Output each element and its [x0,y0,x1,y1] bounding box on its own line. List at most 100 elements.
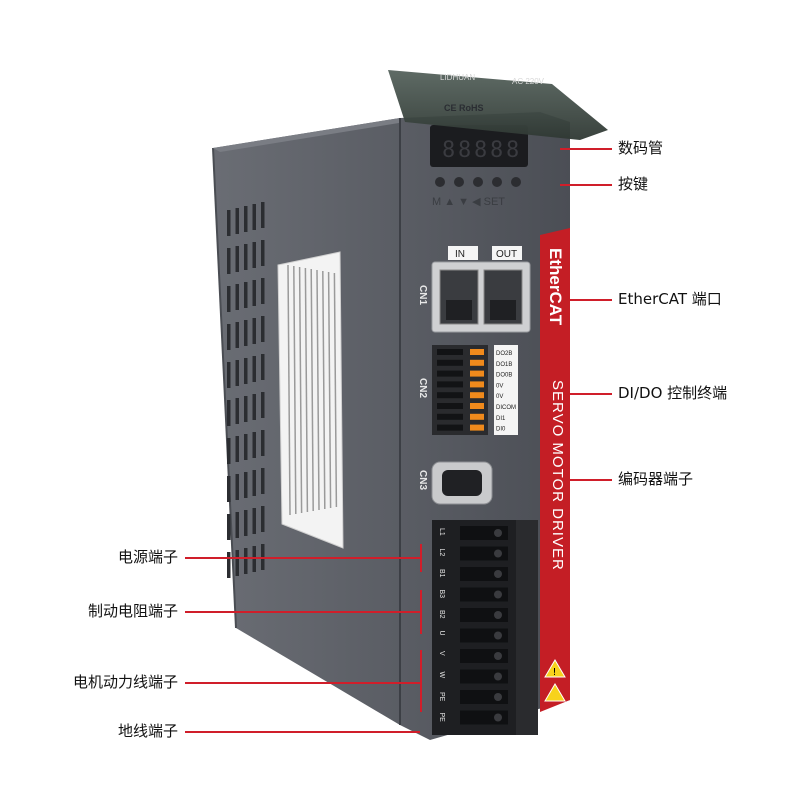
brand-text: LIDHUAN [440,73,475,82]
spec-label [277,251,344,549]
spec-label-line [298,266,303,514]
io-terminal-slot [437,392,463,399]
ethercat-stripe [540,228,570,712]
vent-slot [252,394,256,420]
vent-slot [227,400,231,426]
vent-slot [244,548,248,574]
bracket-power [420,544,422,572]
io-pin-label: DI0 [496,427,506,433]
io-terminal-clip [470,359,484,366]
keypad-button[interactable] [435,177,445,187]
vent-slot [261,354,265,380]
io-pin-label: DO1B [496,362,512,368]
spec-label-line [287,264,291,516]
vent-slot [244,244,248,270]
callout-brake-resistor-terminal: 制动电阻端子 [87,602,178,620]
side-text: SERVO MOTOR DRIVER [549,380,566,571]
power-terminal-slot [460,628,508,643]
power-terminal-screw [494,570,502,578]
callout-display: 数码管 [618,139,664,157]
vent-slot [261,430,265,456]
vent-slot [252,508,256,534]
vent-slot [227,552,231,578]
seven-segment-digit: 8 [474,138,487,163]
io-pin-label: DO2B [496,351,512,357]
vent-slot [227,324,231,350]
keypad-button[interactable] [473,177,483,187]
keypad[interactable] [435,177,521,187]
vent-slot [227,476,231,502]
power-terminal-screw [494,631,502,640]
keypad-button[interactable] [454,177,464,187]
seven-segment-digit: 8 [506,138,519,163]
svg-text:!: ! [553,667,557,678]
io-terminal-slot [437,349,463,355]
vent-slot [227,286,231,312]
leader-brake [185,611,420,613]
callout-motor-power-terminal: 电机动力线端子 [72,673,178,691]
vent-slot [235,436,239,462]
leader-ethercat [570,299,612,301]
io-terminal-clip [470,349,484,355]
voltage-tag: AC 220V [512,77,545,86]
power-pin-label: PE [438,713,445,723]
power-pin-label: W [438,672,445,679]
vent-slot [252,242,256,268]
power-terminal-slot [460,567,508,581]
vent-slot [244,358,248,384]
svg-text:OUT: OUT [496,249,517,260]
io-pin-label: DI1 [496,416,506,422]
vent-slot [252,204,256,230]
keypad-legend: M ▲ ▼ ◀ SET [432,196,505,208]
vent-slot [235,360,239,386]
power-terminal-screw [494,590,502,599]
display-window [430,125,528,167]
power-terminal-screw [494,693,502,701]
callout-ethercat-port: EtherCAT 端口 [618,290,722,308]
io-terminal-clip [470,413,484,420]
spec-label-line [293,265,297,515]
power-terminal-screw [494,529,502,537]
callout-ground-terminal: 地线端子 [117,722,178,740]
svg-text:IN: IN [455,249,465,260]
callout-dido-terminal: DI/DO 控制终端 [618,384,728,402]
power-pin-label: L2 [438,549,445,557]
vent-slot [244,434,248,460]
callout-keys: 按键 [618,175,649,193]
spec-label-line [322,270,326,510]
spec-label-line [327,271,332,509]
io-pin-label: DICOM [496,405,516,411]
vent-slot [244,472,248,498]
spec-label-line [333,272,338,508]
vent-slot [244,206,248,232]
power-pin-label: PE [438,692,445,702]
connector-cn1-label: CN1 [417,285,428,305]
power-terminal-screw [494,652,502,660]
spec-label-line [316,269,320,511]
power-terminal-slot [460,587,508,602]
vent-slot [235,398,239,424]
vent-slot [227,514,231,540]
power-pin-label: U [438,631,445,636]
keypad-button[interactable] [511,177,521,187]
power-terminal-slot [460,608,508,622]
io-terminal-slot [437,424,463,431]
power-terminal-screw [494,713,502,722]
power-pin-label: B3 [438,590,445,599]
io-terminal-block [432,345,488,435]
vent-slot [235,246,239,272]
power-terminal-slot [460,690,508,704]
vent-slot [227,248,231,274]
power-terminal-screw [494,672,502,681]
keypad-button[interactable] [492,177,502,187]
cert-marks: CE RoHS [444,103,484,113]
vent-slot [261,468,265,494]
io-terminal-clip [470,381,484,388]
io-terminal-slot [437,381,463,388]
vent-slot [252,280,256,306]
side-housing-edge [212,147,237,629]
